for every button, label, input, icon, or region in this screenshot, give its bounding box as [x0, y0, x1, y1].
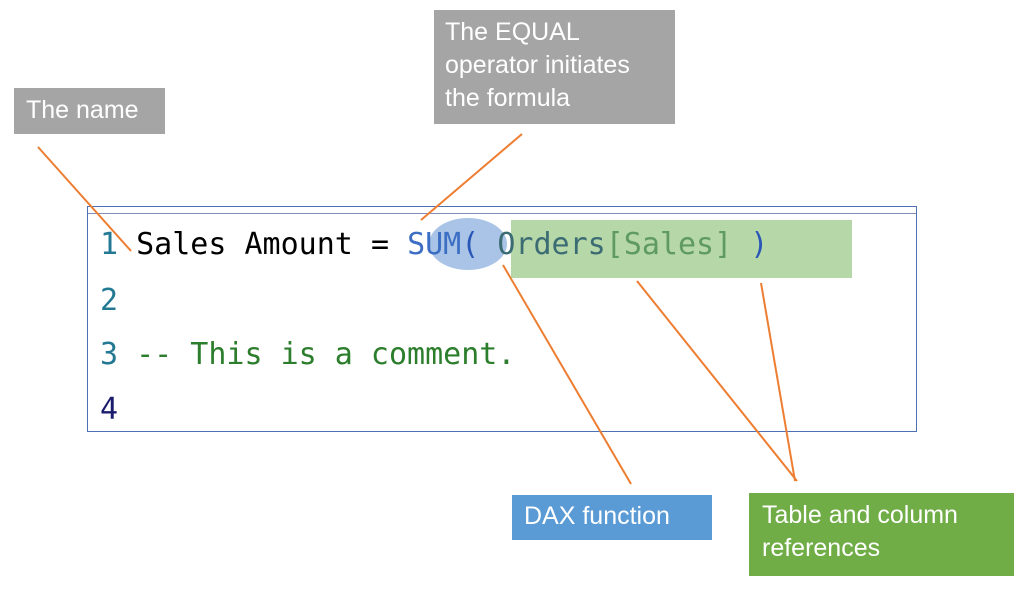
references-callout: Table and column references — [749, 493, 1014, 576]
reference-highlight — [511, 220, 852, 278]
table-reference: Orders — [497, 227, 606, 262]
code-editor — [87, 206, 917, 432]
equal-connector — [420, 133, 523, 221]
measure-name: Sales Amount — [136, 227, 353, 262]
column-reference: [Sales] — [605, 227, 733, 262]
equal-callout-line-2: operator initiates — [445, 51, 630, 79]
line-number: 4 — [100, 392, 119, 427]
code-line-1: 1 Sales Amount = SUM( Orders[Sales] ) — [100, 227, 768, 263]
open-paren: ( — [461, 227, 480, 262]
dax-function: SUM — [407, 227, 462, 262]
line-number: 3 — [100, 337, 119, 372]
editor-top-border — [88, 213, 916, 214]
line-number: 2 — [100, 283, 119, 318]
dax-connector — [502, 264, 632, 485]
equal-operator: = — [370, 227, 389, 262]
equal-callout-line-3: the formula — [445, 84, 571, 112]
close-paren: ) — [750, 227, 769, 262]
references-callout-line-1: Table and column — [762, 501, 958, 529]
code-line-2: 2 — [100, 283, 118, 319]
name-callout: The name — [14, 88, 165, 134]
name-callout-text: The name — [26, 96, 139, 124]
table-connector — [636, 280, 798, 482]
code-line-3: 3 -- This is a comment. — [100, 337, 515, 373]
dax-callout-text: DAX function — [524, 502, 670, 530]
name-connector — [37, 146, 132, 252]
references-callout-line-2: references — [762, 534, 881, 562]
column-connector — [760, 282, 796, 482]
equal-callout-line-1: The EQUAL — [445, 18, 580, 46]
code-comment: -- This is a comment. — [136, 337, 516, 372]
function-highlight — [429, 218, 507, 270]
dax-function-callout: DAX function — [512, 495, 712, 540]
line-number: 1 — [100, 227, 119, 262]
equal-operator-callout: The EQUAL operator initiates the formula — [434, 10, 675, 124]
code-line-4: 4 — [100, 392, 118, 428]
